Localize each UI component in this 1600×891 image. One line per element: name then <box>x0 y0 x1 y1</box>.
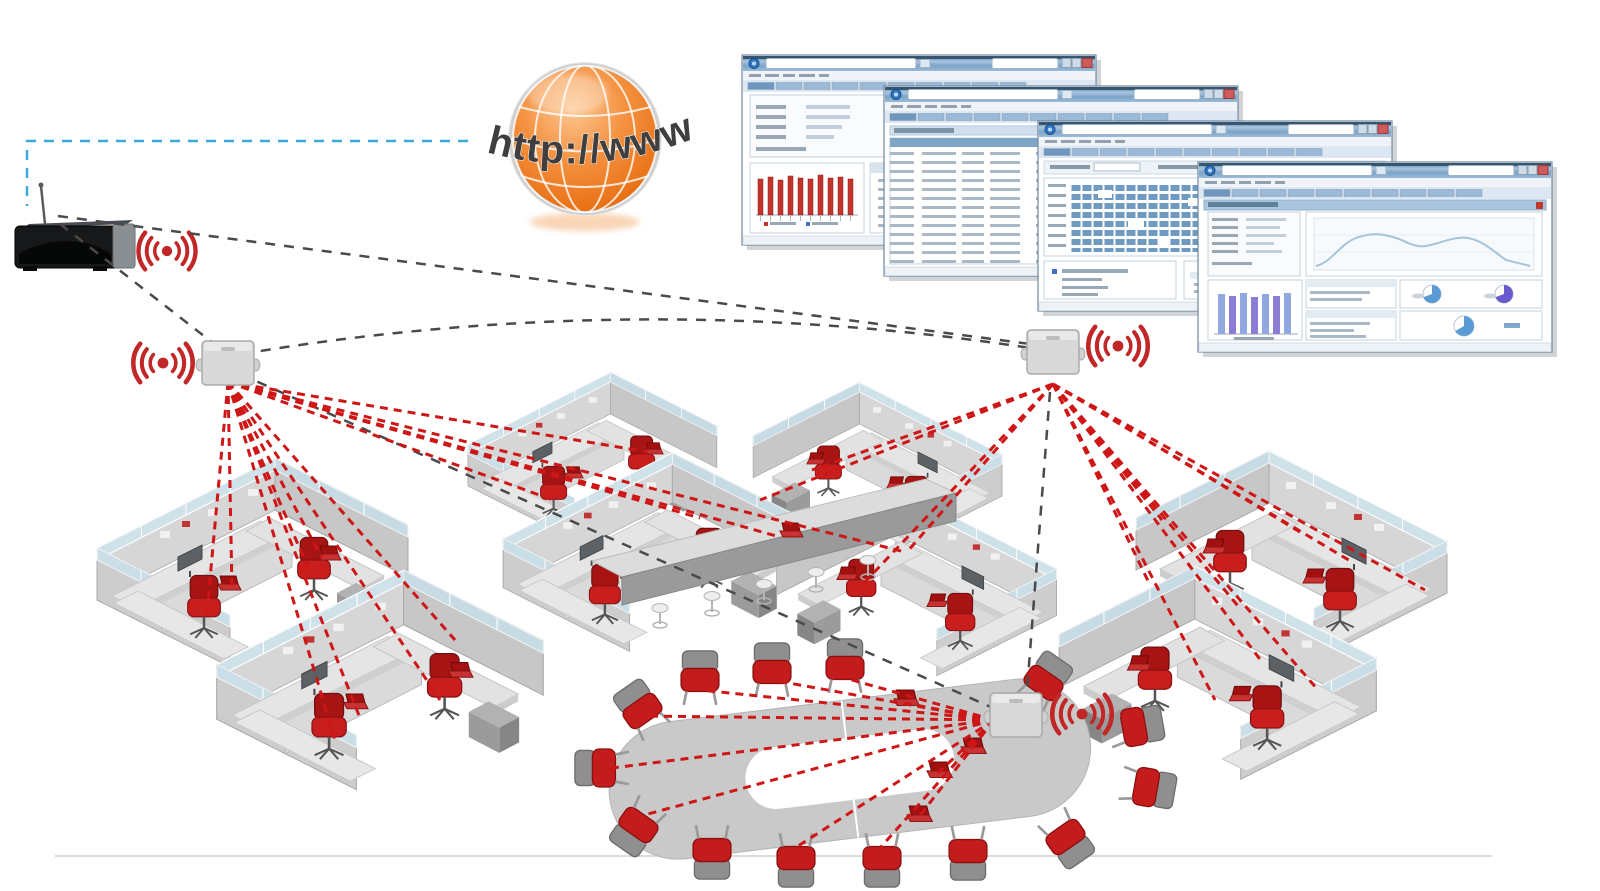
wireless-link <box>226 381 324 559</box>
wireless-link <box>1051 383 1217 701</box>
ap-right-wifi-icon <box>1088 327 1147 365</box>
backbone-link <box>59 223 223 351</box>
router-wifi-icon <box>138 233 195 270</box>
conference-chair <box>751 641 793 699</box>
management-window-4 <box>1197 161 1558 358</box>
wireless-link <box>226 381 457 641</box>
wireless-link <box>226 381 234 591</box>
ap-left <box>195 340 261 386</box>
window4-summary-dashboard <box>1203 199 1547 341</box>
conference-chair <box>947 824 989 882</box>
conference-chair <box>1116 762 1180 813</box>
wireless-link <box>639 714 995 722</box>
wireless-link <box>1051 383 1264 663</box>
wireless-link <box>699 688 995 722</box>
wireless-link <box>844 676 995 722</box>
wireless-link <box>227 380 781 539</box>
conference-chair <box>861 831 903 889</box>
conference-chair <box>824 637 866 695</box>
wireless-link <box>227 380 701 520</box>
conference-chair <box>1034 804 1099 873</box>
wireless-link <box>1052 382 1353 564</box>
internet-link <box>25 139 468 206</box>
wireless-link <box>227 380 906 554</box>
wireless-link <box>205 381 230 613</box>
backbone-link <box>241 318 1031 356</box>
wireless-link <box>227 380 554 502</box>
conference-table <box>608 678 1092 860</box>
wireless-coverage-links <box>205 380 1426 850</box>
wireless-link <box>759 382 1054 502</box>
wireless-link <box>226 381 362 719</box>
wireless-link <box>647 718 995 816</box>
wireless-link <box>794 718 995 850</box>
wireless-link <box>226 381 442 701</box>
internet-globe: http://www <box>483 62 699 231</box>
cubicle-pod <box>217 570 544 789</box>
internet-wan-link <box>25 139 468 206</box>
wireless-link <box>1052 382 1426 592</box>
backbone-link <box>239 372 1003 714</box>
wireless-link <box>878 719 996 849</box>
ap-right <box>1020 329 1086 375</box>
wireless-link <box>1051 383 1152 586</box>
wireless-link <box>771 678 995 722</box>
wireless-controller <box>14 182 136 271</box>
ap-left-wifi-icon <box>133 344 192 382</box>
wireless-link <box>226 381 337 741</box>
wireless-link <box>227 380 649 454</box>
backbone-links <box>57 214 1052 714</box>
standing-counter <box>590 478 958 606</box>
wireless-link <box>1051 383 1320 691</box>
bar-stool <box>651 602 669 629</box>
conference-chair <box>679 649 721 707</box>
bar-stool <box>703 590 721 617</box>
backbone-link <box>1024 391 1052 705</box>
wireless-link <box>905 383 1055 553</box>
wireless-link <box>860 382 1055 587</box>
utilization-area-chart <box>1315 233 1531 267</box>
ap-conference <box>983 692 1049 738</box>
